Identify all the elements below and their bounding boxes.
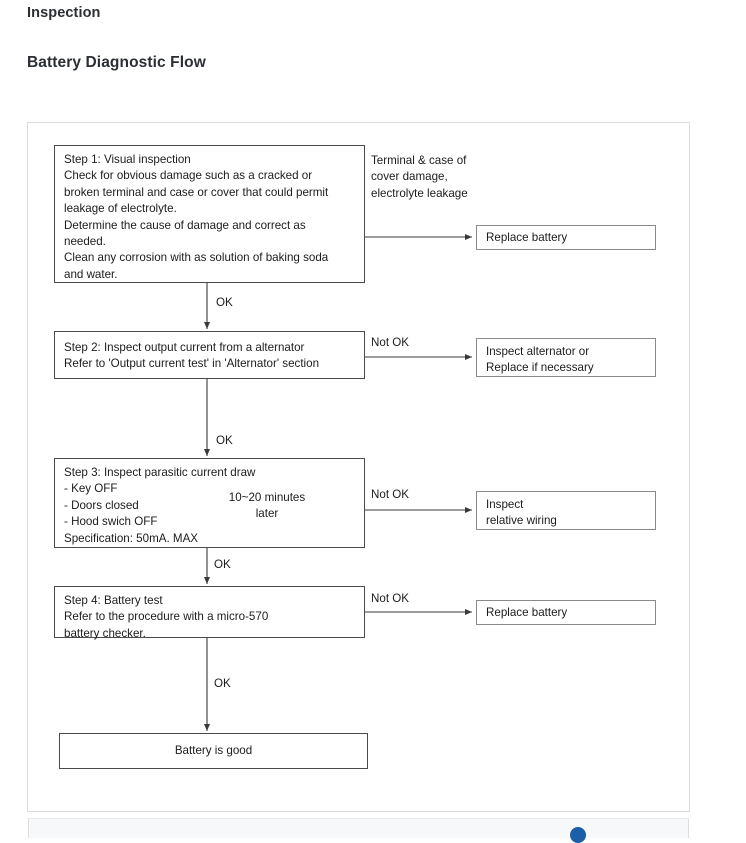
status-badge-icon[interactable] xyxy=(570,827,586,843)
annotation-terminal-condition: Terminal & case of cover damage, electro… xyxy=(371,154,468,200)
edge-label-not-ok-3: Not OK xyxy=(371,592,410,605)
flow-box-inspect-alternator: Inspect alternator or Replace if necessa… xyxy=(476,338,656,377)
flow-box-step-2: Step 2: Inspect output current from a al… xyxy=(54,331,365,379)
flow-box-step-1: Step 1: Visual inspection Check for obvi… xyxy=(54,145,365,283)
flow-box-replace-battery-1: Replace battery xyxy=(476,225,656,250)
edge-label-ok-4: OK xyxy=(214,677,231,690)
section-title: Battery Diagnostic Flow xyxy=(27,54,206,71)
edge-label-ok-1: OK xyxy=(216,296,233,309)
edge-label-not-ok-1: Not OK xyxy=(371,336,410,349)
page-title: Inspection xyxy=(27,5,101,21)
annotation-timer-note: 10~20 minutes later xyxy=(228,491,306,521)
edge-label-ok-2: OK xyxy=(216,434,233,447)
flow-box-inspect-relative-wiring: Inspect relative wiring xyxy=(476,491,656,530)
flow-box-step-4: Step 4: Battery test Refer to the proced… xyxy=(54,586,365,640)
flow-box-step-3: Step 3: Inspect parasitic current draw -… xyxy=(54,458,365,548)
flow-box-replace-battery-2: Replace battery xyxy=(476,600,656,625)
flow-box-battery-is-good: Battery is good xyxy=(59,733,368,769)
edge-label-not-ok-2: Not OK xyxy=(371,488,410,501)
edge-label-ok-3: OK xyxy=(214,558,231,571)
card-footer xyxy=(28,818,689,838)
